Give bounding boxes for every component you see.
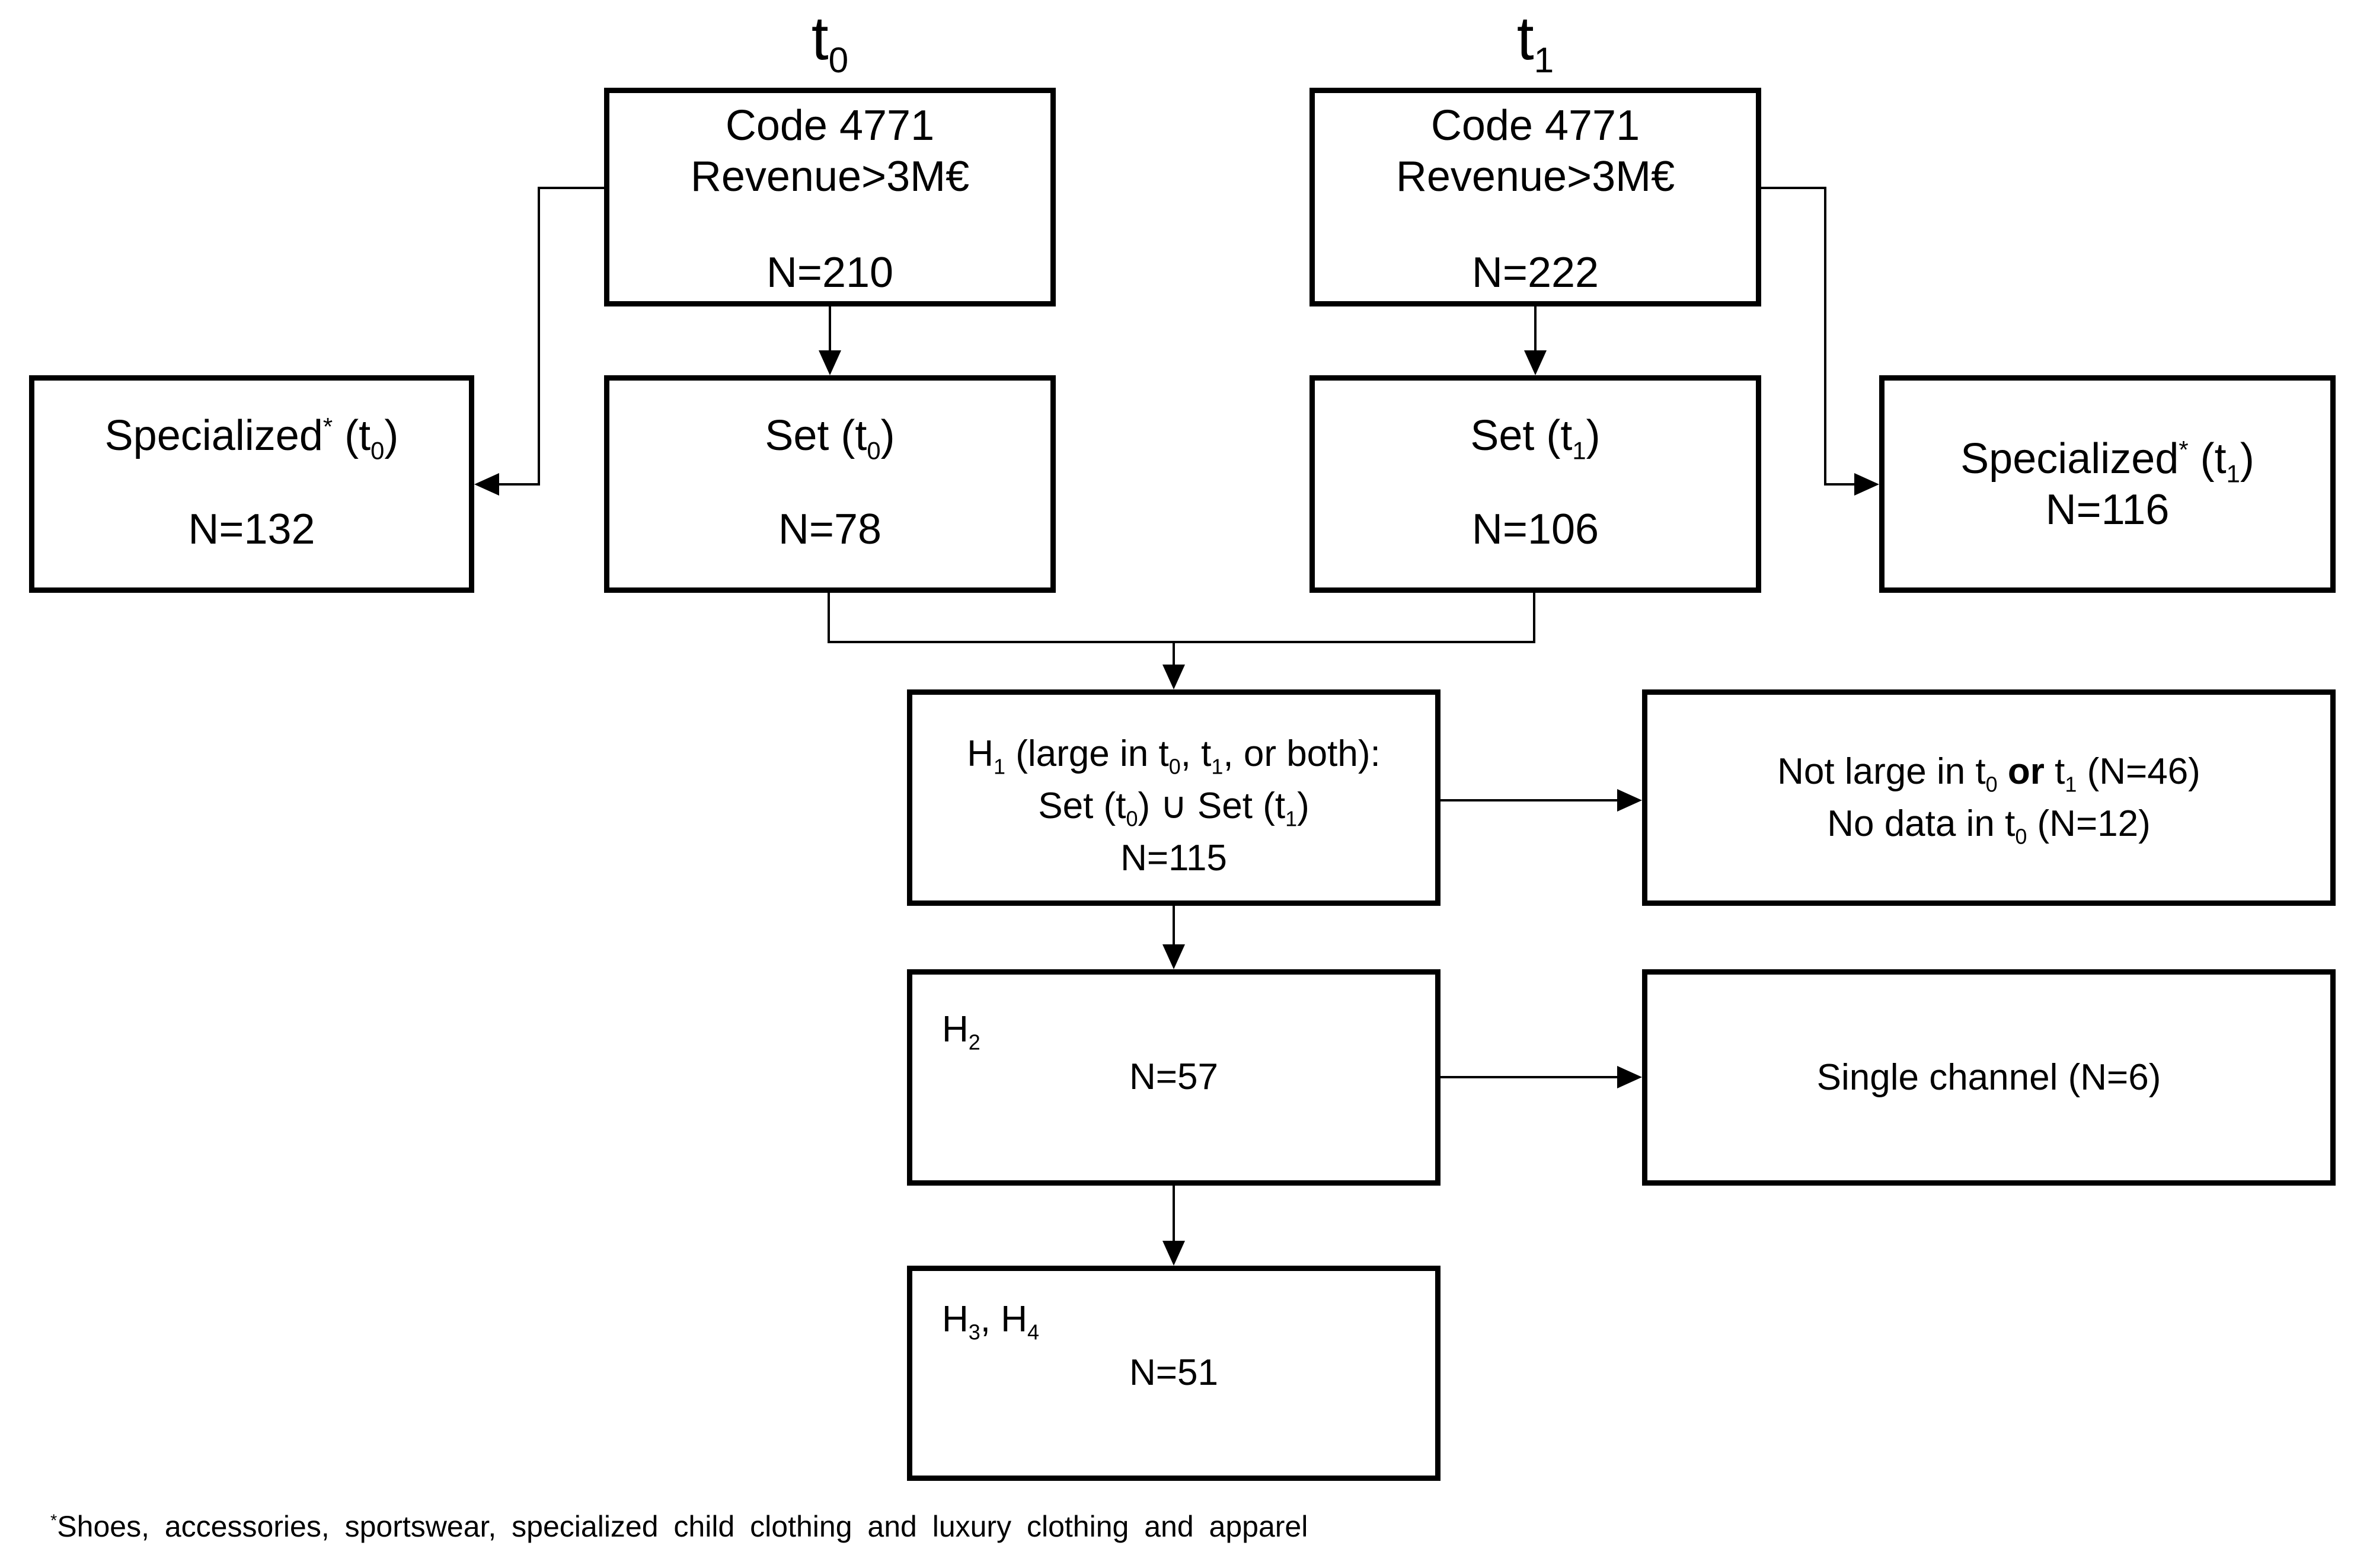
box-single-channel-exclusion: Single channel (N=6) bbox=[1642, 969, 2336, 1186]
box-h2-label: H2 bbox=[942, 1009, 980, 1055]
arrowhead-down-icon bbox=[1162, 1241, 1185, 1266]
box-set-t1-title: Set (t1) bbox=[1470, 412, 1601, 465]
box-h1-n: N=115 bbox=[1120, 838, 1227, 879]
connector-code-t0-to-specialized-t0-top bbox=[539, 187, 604, 189]
box-code-t0-line2: Revenue>3M€ bbox=[690, 153, 970, 200]
box-h3h4-label: H3, H4 bbox=[942, 1299, 1040, 1345]
arrowhead-down-icon bbox=[1162, 944, 1185, 969]
box-not-large-exclusion: Not large in t0 or t1 (N=46) No data in … bbox=[1642, 689, 2336, 906]
arrowhead-down-icon bbox=[1162, 665, 1185, 689]
box-h3-h4: H3, H4 N=51 bbox=[907, 1266, 1440, 1481]
box-set-t1-n: N=106 bbox=[1471, 506, 1599, 553]
box-h2-n: N=57 bbox=[1129, 1056, 1218, 1097]
box-h1-line2: Set (t0) ∪ Set (t1) bbox=[1038, 785, 1309, 831]
box-single-channel-line: Single channel (N=6) bbox=[1816, 1056, 2161, 1098]
box-code-t0-n: N=210 bbox=[766, 249, 894, 296]
box-code-t1-n: N=222 bbox=[1471, 249, 1599, 296]
box-code-t1-line1: Code 4771 bbox=[1430, 102, 1640, 149]
box-set-t0-title: Set (t0) bbox=[765, 412, 895, 465]
box-code-t1-line2: Revenue>3M€ bbox=[1395, 153, 1675, 200]
connector-code-t0-to-specialized-t0-vertical bbox=[538, 187, 540, 486]
box-specialized-t1: Specialized* (t1) N=116 bbox=[1879, 375, 2336, 593]
box-not-large-line1: Not large in t0 or t1 (N=46) bbox=[1777, 751, 2200, 796]
connector-code-t1-to-specialized-t1-bottom bbox=[1825, 483, 1855, 486]
connector-code-t0-to-set-t0-line bbox=[829, 306, 831, 352]
box-h2: H2 N=57 bbox=[907, 969, 1440, 1186]
box-specialized-t1-title: Specialized* (t1) bbox=[1960, 435, 2254, 487]
box-set-t1: Set (t1) N=106 bbox=[1309, 375, 1761, 593]
box-specialized-t1-n: N=116 bbox=[2045, 486, 2170, 534]
column-title-t1: t1 bbox=[1516, 4, 1554, 80]
box-specialized-t0: Specialized* (t0) N=132 bbox=[29, 375, 474, 593]
connector-code-t1-to-set-t1-line bbox=[1534, 306, 1537, 352]
box-specialized-t0-n: N=132 bbox=[188, 506, 315, 553]
connector-code-t0-to-specialized-t0-bottom bbox=[497, 483, 540, 486]
arrowhead-right-icon bbox=[1617, 1066, 1642, 1088]
arrowhead-right-icon bbox=[1617, 789, 1642, 812]
arrowhead-left-icon bbox=[474, 473, 499, 496]
connector-code-t1-to-specialized-t1-vertical bbox=[1824, 187, 1826, 486]
box-code-t0-line1: Code 4771 bbox=[725, 102, 935, 149]
box-h3h4-n: N=51 bbox=[1129, 1352, 1218, 1393]
connector-h1-to-not-large-line bbox=[1440, 799, 1618, 801]
connector-set-t0-drop bbox=[828, 593, 830, 643]
connector-h2-to-h3h4-line bbox=[1173, 1186, 1175, 1242]
box-h1-union: H1 (large in t0, t1, or both): Set (t0) … bbox=[907, 689, 1440, 906]
box-code-4771-t0: Code 4771 Revenue>3M€ N=210 bbox=[604, 88, 1056, 306]
connector-h1-to-h2-line bbox=[1173, 906, 1175, 946]
column-title-t0: t0 bbox=[811, 4, 849, 80]
box-not-large-line2: No data in t0 (N=12) bbox=[1827, 803, 2151, 848]
connector-set-t1-drop bbox=[1533, 593, 1535, 643]
connector-h2-to-single-channel-line bbox=[1440, 1076, 1618, 1078]
arrowhead-right-icon bbox=[1854, 473, 1879, 496]
arrowhead-down-icon bbox=[819, 350, 841, 375]
connector-merge-to-h1-vertical bbox=[1173, 641, 1175, 667]
connector-merge-horizontal bbox=[828, 641, 1535, 643]
arrowhead-down-icon bbox=[1524, 350, 1547, 375]
box-set-t0-n: N=78 bbox=[778, 506, 882, 553]
footnote: *Shoes, accessories, sportswear, special… bbox=[50, 1510, 1308, 1543]
box-h1-line1: H1 (large in t0, t1, or both): bbox=[967, 733, 1381, 779]
box-specialized-t0-title: Specialized* (t0) bbox=[104, 412, 399, 465]
box-code-4771-t1: Code 4771 Revenue>3M€ N=222 bbox=[1309, 88, 1761, 306]
connector-code-t1-to-specialized-t1-top bbox=[1761, 187, 1826, 189]
box-set-t0: Set (t0) N=78 bbox=[604, 375, 1056, 593]
